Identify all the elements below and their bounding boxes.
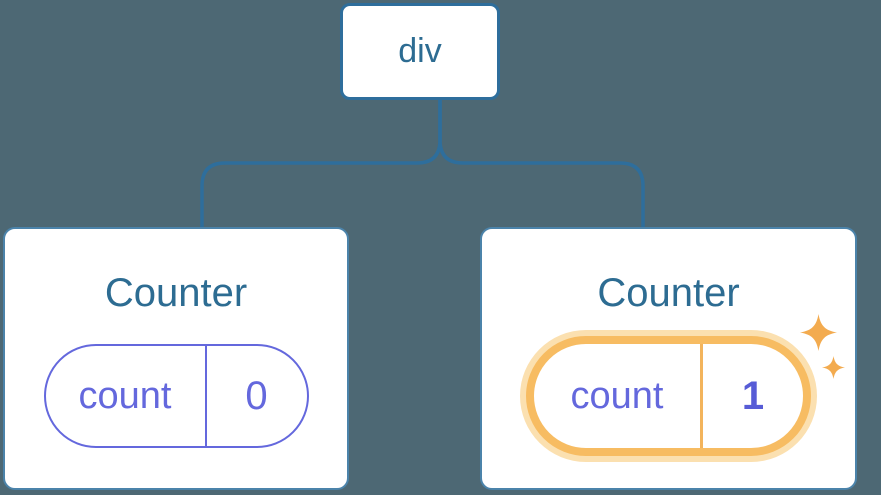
edge-root-to-left-counter	[200, 100, 442, 228]
state-pill-highlighted: count 1	[526, 336, 811, 456]
card-title: Counter	[104, 271, 248, 315]
state-value: 1	[700, 344, 803, 448]
state-value: 0	[204, 346, 307, 446]
counter-card-left: Counter count 0	[3, 227, 349, 490]
card-title: Counter	[597, 271, 740, 315]
sparkle-large	[800, 314, 837, 351]
root-node-div: div	[340, 3, 500, 100]
state-key-label: count	[570, 374, 664, 417]
edge-root-to-right-counter	[438, 100, 645, 228]
state-pill: count 0	[43, 344, 309, 448]
sparkle-small	[822, 356, 845, 379]
counter-card-right: Counter count 1	[480, 227, 857, 490]
state-key-label: count	[78, 374, 172, 417]
sparkles-icon	[800, 314, 845, 379]
root-node-label: div	[398, 32, 442, 70]
